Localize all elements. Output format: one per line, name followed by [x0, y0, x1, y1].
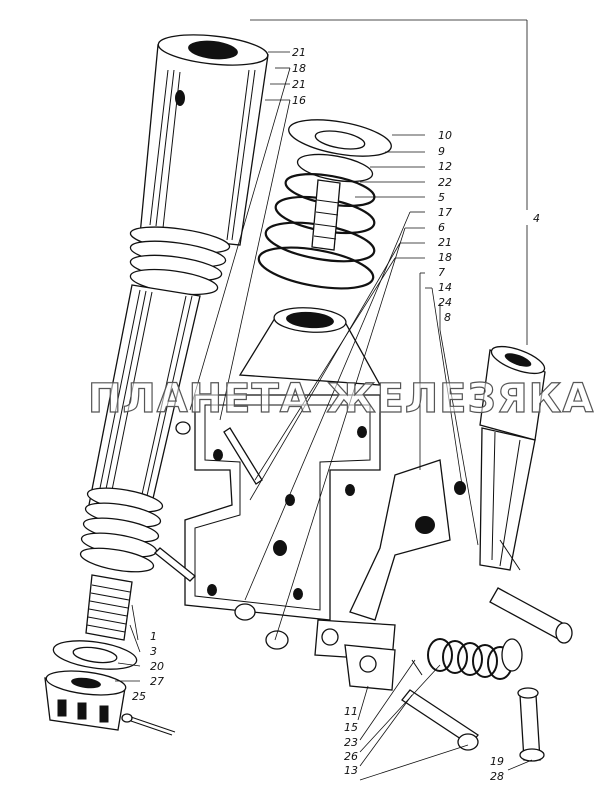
corrugated-boot-lower: [79, 487, 164, 573]
callout-18: 18: [292, 62, 306, 75]
leader-lines: [115, 19, 533, 781]
sleeve-bore: [188, 40, 238, 60]
callout-16: 16: [292, 94, 306, 107]
return-spring: [427, 638, 513, 680]
hex-bolt-head: [517, 687, 539, 699]
callout-21: 21: [438, 236, 452, 249]
callout-21: 21: [292, 78, 306, 91]
clevis-pin-head: [457, 733, 479, 751]
clevis-hole-b: [359, 655, 377, 673]
callout-11: 11: [344, 705, 358, 718]
callout-9: 9: [438, 145, 445, 158]
bracket-bolt-lower: [154, 547, 196, 582]
callout-15: 15: [344, 721, 358, 734]
cone-bore: [286, 311, 334, 329]
callout-20: 20: [150, 660, 164, 673]
spring-rod: [311, 179, 341, 251]
callout-23: 23: [344, 736, 358, 749]
thread-lines: [86, 584, 131, 633]
spring-cup-hole: [314, 130, 366, 150]
spring-cap: [501, 638, 523, 672]
callout-10: 10: [438, 129, 452, 142]
cotter-pin-eye: [121, 713, 133, 723]
bracket-bolt-upper: [223, 427, 263, 485]
clevis-hole-a: [321, 628, 339, 646]
callout-7: 7: [438, 266, 445, 279]
callout-19: 19: [490, 755, 504, 768]
callout-24: 24: [438, 296, 452, 309]
callout-6: 6: [438, 221, 445, 234]
clamp-collar-bore: [504, 353, 532, 367]
clamp-fingers: [479, 427, 536, 571]
callout-28: 28: [490, 770, 504, 783]
callout-17: 17: [438, 206, 452, 219]
callout-25: 25: [132, 690, 146, 703]
bracket-bolt-head: [175, 421, 191, 435]
callout-22: 22: [438, 176, 452, 189]
callout-18: 18: [438, 251, 452, 264]
lever-arm-assembly: [314, 459, 545, 762]
spring-stack: [257, 119, 392, 290]
callout-27: 27: [150, 675, 164, 688]
mounting-bracket: [184, 394, 381, 621]
callout-4: 4: [533, 212, 540, 225]
callout-1: 1: [150, 630, 157, 643]
callout-21: 21: [292, 46, 306, 59]
castle-nut-bore: [71, 677, 101, 689]
watermark-text: ПЛАНЕТА ЖЕЛЕЗЯКА: [88, 376, 594, 422]
bracket-nut-b: [265, 630, 289, 650]
washer-hole: [72, 646, 118, 664]
callout-13: 13: [344, 764, 358, 777]
lever-arm: [349, 459, 451, 621]
lever-arm-hole: [415, 516, 435, 534]
tube-shading: [95, 289, 193, 519]
cone-bracket-assembly: [154, 307, 382, 650]
cotter-pin: [127, 715, 176, 736]
callout-26: 26: [344, 750, 358, 763]
callout-14: 14: [438, 281, 452, 294]
castle-nut-slots: [57, 699, 109, 723]
callout-5: 5: [438, 191, 445, 204]
bracket-holes: [207, 426, 367, 600]
callout-3: 3: [150, 645, 157, 658]
bracket-nut-a: [234, 603, 256, 621]
callout-12: 12: [438, 160, 452, 173]
threaded-end: [85, 574, 133, 641]
spring-rod-thread: [313, 199, 340, 240]
lever-arm-pivot: [454, 481, 466, 495]
clamp-piece: [479, 345, 573, 644]
bracket-flange: [194, 404, 371, 611]
callout-labels: 21 18 21 16 10 9 12 22 5 17 6 21 18 7 14…: [132, 46, 540, 783]
roller-pin-end: [555, 622, 573, 644]
callout-8: 8: [444, 311, 451, 324]
hex-nut: [519, 748, 545, 762]
sleeve-shading: [149, 69, 256, 241]
clamp-pin: [499, 539, 521, 571]
shaft-tube-assembly: [44, 34, 269, 736]
